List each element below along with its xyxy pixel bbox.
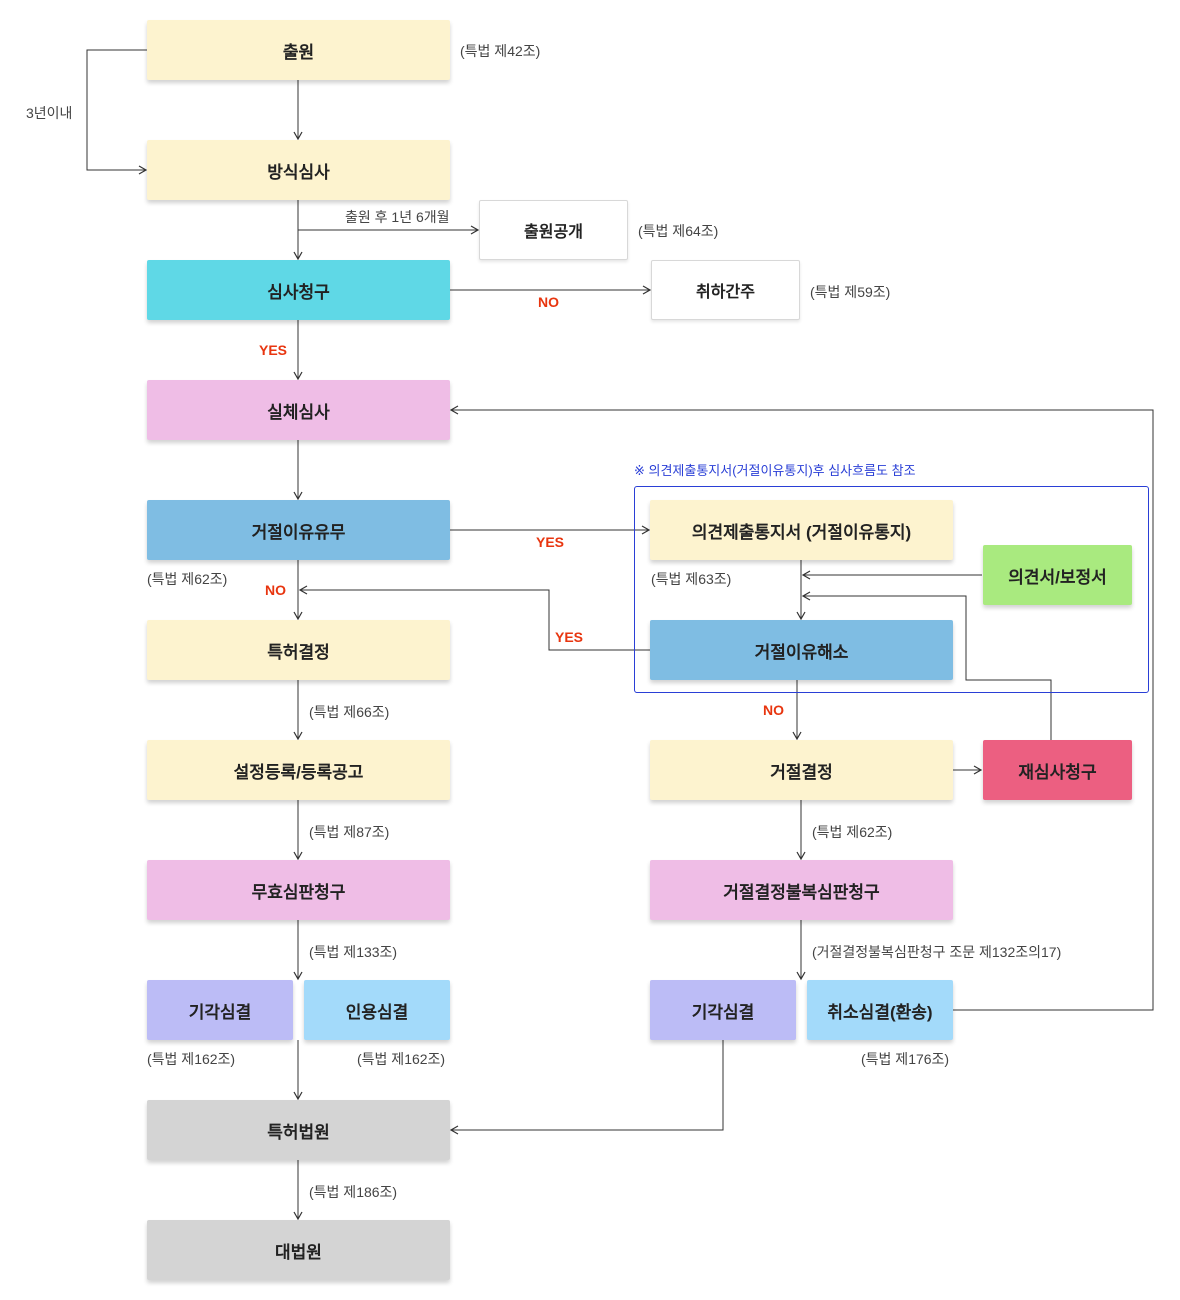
note-art132-17: (거절결정불복심판청구 조문 제132조의17): [812, 944, 1062, 960]
node-dismissal-right: 기각심결: [650, 980, 796, 1040]
connector-dismissal-patent-court: [449, 1040, 724, 1135]
node-revocation-decision: 취소심결(환송): [807, 980, 953, 1040]
node-grounds-resolved: 거절이유해소: [650, 620, 953, 680]
note-art42: (특법 제42조): [460, 43, 541, 59]
node-citation-decision: 인용심결: [304, 980, 450, 1040]
label-no-grounds: NO: [265, 582, 286, 598]
opinion-flow-group: [634, 486, 1149, 693]
note-art186: (특법 제186조): [309, 1184, 398, 1200]
note-art63: (특법 제63조): [651, 571, 732, 587]
node-substantive-exam: 실체심사: [147, 380, 450, 440]
note-art59: (특법 제59조): [810, 284, 891, 300]
note-after-18m: 출원 후 1년 6개월: [345, 209, 450, 225]
node-exam-request: 심사청구: [147, 260, 450, 320]
group-reference-note: ※ 의견제출통지서(거절이유통지)후 심사흐름도 참조: [634, 463, 916, 478]
note-art162-right: (특법 제162조): [357, 1051, 446, 1067]
node-invalidation-trial: 무효심판청구: [147, 860, 450, 920]
label-no-resolved: NO: [763, 702, 784, 718]
note-within-3y: 3년이내: [26, 105, 73, 121]
note-art66: (특법 제66조): [309, 704, 390, 720]
connector-3y-loop: [86, 49, 148, 175]
node-application: 출원: [147, 20, 450, 80]
node-re-exam-request: 재심사청구: [983, 740, 1132, 800]
node-rejection-grounds: 거절이유유무: [147, 500, 450, 560]
node-deemed-withdrawal: 취하간주: [651, 260, 800, 320]
note-art62-left: (특법 제62조): [147, 571, 228, 587]
note-art87: (특법 제87조): [309, 824, 390, 840]
label-yes-resolved: YES: [555, 629, 584, 645]
node-registration: 설정등록/등록공고: [147, 740, 450, 800]
node-rejection-decision: 거절결정: [650, 740, 953, 800]
node-dismissal-left: 기각심결: [147, 980, 293, 1040]
node-supreme-court: 대법원: [147, 1220, 450, 1280]
node-patent-decision: 특허결정: [147, 620, 450, 680]
node-publication: 출원공개: [479, 200, 628, 260]
note-art133: (특법 제133조): [309, 944, 398, 960]
connector-reexam-loop: [801, 591, 1052, 740]
connector-revocation-substantive: [449, 405, 1154, 1011]
node-written-opinion: 의견서/보정서: [983, 545, 1132, 605]
node-formality-exam: 방식심사: [147, 140, 450, 200]
node-patent-court: 특허법원: [147, 1100, 450, 1160]
label-yes-grounds: YES: [536, 534, 565, 550]
note-art64: (특법 제64조): [638, 223, 719, 239]
connector-resolved-patent: [298, 585, 650, 651]
label-no-exam: NO: [538, 294, 559, 310]
label-yes-exam: YES: [259, 342, 288, 358]
note-art62-right: (특법 제62조): [812, 824, 893, 840]
note-art176: (특법 제176조): [861, 1051, 950, 1067]
note-art162-left: (특법 제162조): [147, 1051, 236, 1067]
node-opinion-notice: 의견제출통지서 (거절이유통지): [650, 500, 953, 560]
node-appeal-rejection: 거절결정불복심판청구: [650, 860, 953, 920]
